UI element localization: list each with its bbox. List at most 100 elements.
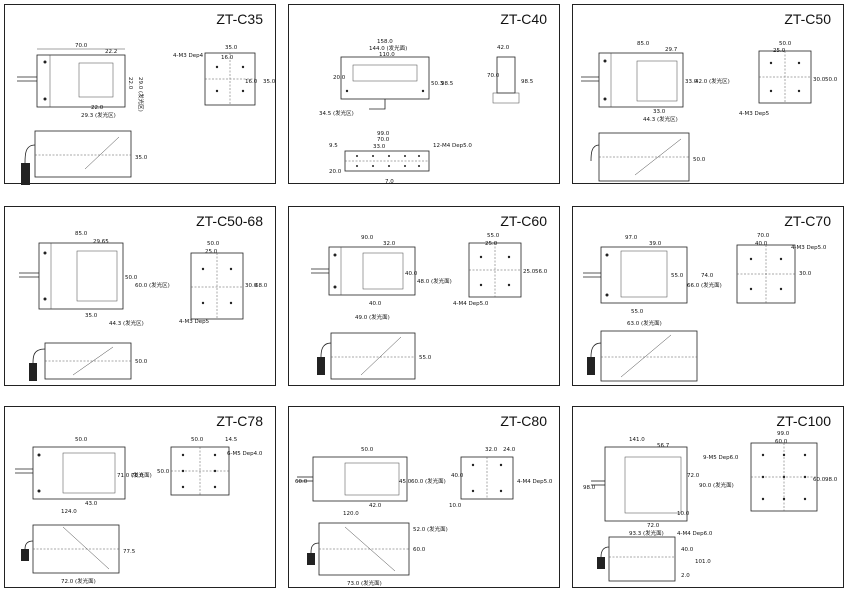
dim-label: 55.0 bbox=[419, 355, 432, 361]
dim-label: 33.0 bbox=[373, 144, 386, 150]
dim-label: 20.0 bbox=[333, 75, 346, 81]
hole-spec: 4-M4 Dep5.0 bbox=[517, 479, 553, 485]
drawing-zt-c35: 70.0 22.2 22.0 29.0 (发光区) 22.0 29.3 (发光区… bbox=[17, 43, 276, 185]
drawing-zt-c50-68: 85.0 29.65 50.0 60.0 (发光区) 35.0 44.3 (发光… bbox=[19, 231, 268, 381]
dim-label: 29.3 (发光区) bbox=[81, 111, 116, 119]
dim-label: 22.0 bbox=[91, 105, 104, 111]
hole-spec: 4-M4 Dep5.0 bbox=[453, 301, 489, 307]
panel-title: ZT-C50-68 bbox=[196, 213, 263, 229]
dim-label: 50.0 bbox=[779, 41, 792, 47]
dim-label: 90.0 bbox=[361, 235, 374, 241]
dim-label: 43.0 bbox=[85, 501, 98, 507]
dim-label: 85.0 bbox=[75, 231, 88, 237]
drawing-zt-c60: 90.0 32.0 40.0 48.0 (发光面) 40.0 49.0 (发光面… bbox=[311, 233, 548, 380]
dim-label: 24.0 bbox=[503, 447, 516, 453]
dim-label: 25.0 bbox=[523, 269, 536, 275]
drawing-zt-c50: 85.0 29.7 33.0 42.0 (发光区) 33.0 44.3 (发光区… bbox=[581, 41, 838, 182]
dim-label: 49.0 (发光面) bbox=[355, 313, 390, 321]
dim-label: 25.0 bbox=[773, 48, 786, 54]
dim-label: 144.0 (发光面) bbox=[369, 44, 407, 52]
dim-label: 56.7 bbox=[657, 443, 670, 449]
dim-label: 35.0 bbox=[263, 79, 276, 85]
dim-label: 72.0 bbox=[687, 473, 700, 479]
dim-label: 50.0 bbox=[825, 77, 838, 83]
dim-label: 29.65 bbox=[93, 239, 109, 245]
dim-label: 70.0 bbox=[487, 73, 500, 79]
panel-title: ZT-C60 bbox=[500, 213, 547, 229]
dim-label: 42.0 (发光区) bbox=[695, 77, 730, 85]
dim-label: 29.7 bbox=[665, 47, 678, 53]
dim-label: 50.0 bbox=[135, 359, 148, 365]
dim-label: 35.0 bbox=[225, 45, 238, 51]
dim-label: 32.0 bbox=[383, 241, 396, 247]
dim-label: 20.0 bbox=[329, 169, 342, 175]
dim-label: 98.5 bbox=[521, 79, 534, 85]
dim-label: 10.0 bbox=[449, 503, 462, 509]
dim-label: 22.2 bbox=[105, 49, 117, 55]
dim-label: 44.3 (发光区) bbox=[643, 115, 678, 123]
dim-label: 48.0 (发光面) bbox=[417, 277, 452, 285]
dim-label: 55.0 bbox=[631, 309, 644, 315]
panel-zt-c60: ZT-C60 90.0 32.0 40.0 48.0 (发光面) 40.0 49… bbox=[288, 206, 560, 386]
dim-label: 60.0 bbox=[813, 477, 826, 483]
panel-title: ZT-C35 bbox=[216, 11, 263, 27]
dim-label: 29.0 (发光区) bbox=[137, 77, 145, 112]
dim-label: 40.0 bbox=[405, 271, 418, 277]
dim-label: 101.0 bbox=[695, 559, 711, 565]
dim-label: 25.0 bbox=[205, 249, 218, 255]
drawing-zt-c70: 97.0 39.0 55.0 66.0 (发光面) 74.0 55.0 63.0… bbox=[583, 233, 827, 382]
dim-label: 97.0 bbox=[625, 235, 638, 241]
dim-label: 40.0 bbox=[755, 241, 768, 247]
dim-label: 60.0 (发光面) bbox=[411, 477, 446, 485]
dim-label: 32.0 bbox=[485, 447, 498, 453]
dim-label: 55.0 bbox=[671, 273, 684, 279]
dim-label: 50.0 bbox=[207, 241, 220, 247]
panel-title: ZT-C70 bbox=[784, 213, 831, 229]
drawing-zt-c80: 50.0 60.0 45.0 60.0 (发光面) 42.0 120.0 32.… bbox=[295, 447, 553, 587]
dim-label: 60.0 bbox=[775, 439, 788, 445]
panel-zt-c35: ZT-C35 70.0 22.2 22.0 29.0 (发光区) 22.0 29… bbox=[4, 4, 276, 185]
dim-label: 77.5 bbox=[123, 549, 136, 555]
dim-label: 35.0 bbox=[135, 155, 148, 161]
dim-label: 60.0 bbox=[295, 479, 308, 485]
panel-title: ZT-C78 bbox=[216, 413, 263, 429]
hole-spec: 12-M4 Dep5.0 bbox=[433, 143, 472, 149]
dim-label: 98.0 bbox=[583, 485, 596, 491]
dim-label: 33.0 bbox=[685, 79, 698, 85]
dim-label: 40.0 bbox=[681, 547, 694, 553]
dim-label: 33.0 bbox=[653, 109, 666, 115]
dim-label: 78.0 bbox=[131, 473, 144, 479]
dim-label: 16.0 bbox=[221, 55, 234, 61]
dim-label: 98.0 bbox=[825, 477, 838, 483]
hole-spec: 6-M5 Dep4.0 bbox=[227, 451, 263, 457]
dim-label: 56.0 bbox=[535, 269, 548, 275]
panel-zt-c70: ZT-C70 97.0 39.0 55.0 66.0 (发光面) 74.0 55… bbox=[572, 206, 844, 386]
dim-label: 50.0 bbox=[191, 437, 204, 443]
dim-label: 50.0 bbox=[693, 157, 706, 163]
dim-label: 9.5 bbox=[329, 143, 338, 149]
dim-label: 50.0 bbox=[157, 469, 170, 475]
dim-label: 34.5 (发光区) bbox=[319, 109, 354, 117]
dim-label: 22.0 bbox=[127, 77, 133, 90]
dim-label: 50.0 bbox=[125, 275, 138, 281]
dim-label: 2.0 bbox=[681, 573, 690, 579]
dim-label: 30.0 bbox=[799, 271, 812, 277]
dim-label: 93.3 (发光面) bbox=[629, 529, 664, 537]
panel-zt-c80: ZT-C80 50.0 60.0 45.0 60.0 (发光面) 42.0 12… bbox=[288, 406, 560, 588]
hole-spec: 4-M3 Dep5 bbox=[179, 319, 210, 325]
dim-label: 7.0 bbox=[385, 179, 394, 185]
dim-label: 99.0 bbox=[777, 431, 790, 437]
dim-label: 55.0 bbox=[487, 233, 500, 239]
panel-zt-c50-68: ZT-C50-68 85.0 29.65 50.0 60.0 (发光区) 35.… bbox=[4, 206, 276, 386]
dim-label: 72.0 bbox=[647, 523, 660, 529]
dim-label: 120.0 bbox=[343, 511, 359, 517]
dim-label: 45.0 bbox=[399, 479, 412, 485]
dim-label: 50.3 bbox=[431, 81, 444, 87]
dim-label: 73.0 (发光面) bbox=[347, 579, 382, 587]
drawing-zt-c78: 50.0 71.0 (发光面) 78.0 43.0 124.0 50.0 14.… bbox=[15, 437, 263, 585]
dim-label: 50.0 bbox=[75, 437, 88, 443]
drawing-zt-c40: 158.0 144.0 (发光面) 110.0 50.3 98.5 20.0 3… bbox=[319, 39, 534, 185]
dim-label: 50.0 bbox=[361, 447, 374, 453]
panel-zt-c50: ZT-C50 85.0 29.7 33.0 42.0 (发光区) 33.0 44… bbox=[572, 4, 844, 184]
panel-title: ZT-C40 bbox=[500, 11, 547, 27]
